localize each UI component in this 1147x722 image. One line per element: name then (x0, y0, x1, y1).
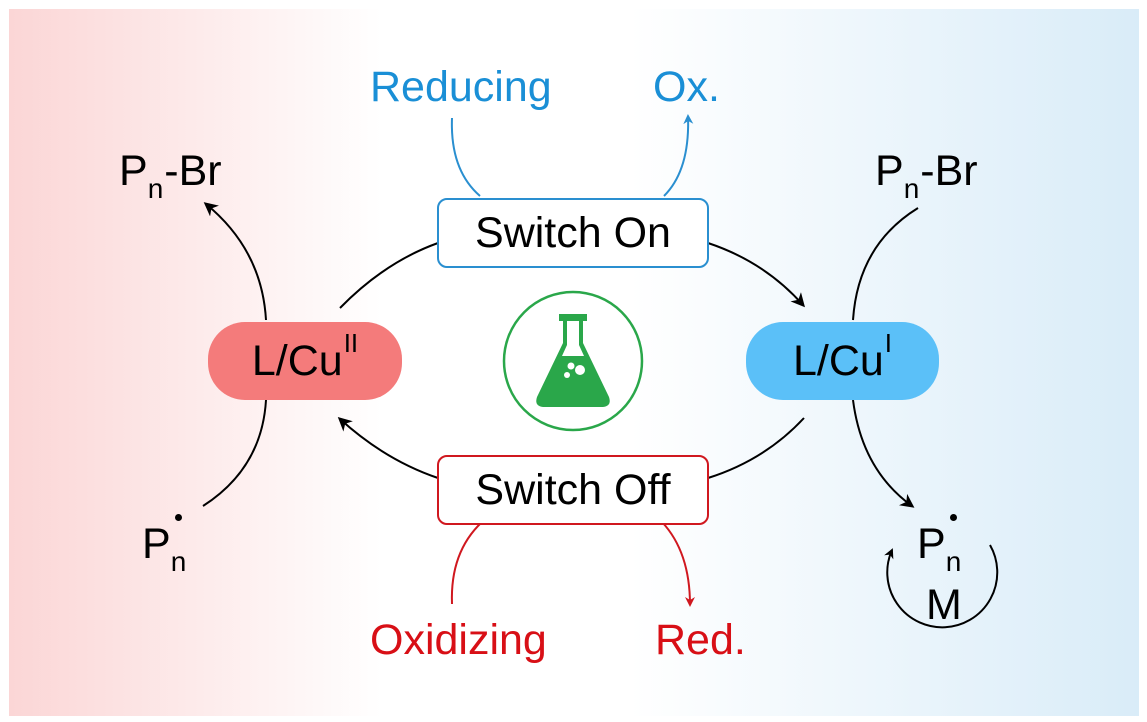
activation-arc-right (707, 242, 805, 308)
radical-dot-left (175, 514, 182, 521)
dormant-chain-right: Pn-Br (875, 147, 978, 204)
radical-chain-left: Pn (142, 520, 187, 577)
right-pnbr-curve (852, 207, 919, 321)
red-label: Red. (655, 616, 746, 664)
radical-chain-right: Pn (917, 520, 962, 577)
reducing-label: Reducing (370, 63, 552, 111)
oxidizing-curve (450, 521, 483, 605)
left-radical-curve (202, 399, 267, 507)
radical-dot-right (950, 514, 957, 521)
flask-icon (536, 314, 610, 407)
switch-off-box: Switch Off (437, 455, 709, 525)
cu1-oxidation-state: I (884, 328, 893, 358)
switch-on-box: Switch On (437, 198, 709, 268)
cu1-label: L/Cu (792, 336, 884, 385)
cu2-label: L/Cu (251, 336, 343, 385)
deactivation-arc-left (337, 416, 439, 479)
propagation-loop (884, 544, 999, 629)
deactivation-arc-right (707, 417, 805, 479)
ox-curve (663, 114, 694, 197)
oxidizing-label: Oxidizing (370, 616, 547, 664)
monomer-label: M (926, 581, 962, 629)
right-radical-curve (852, 399, 915, 508)
left-pnbr-curve (203, 202, 267, 321)
activation-arc-left (339, 242, 439, 309)
reducing-curve (450, 117, 481, 197)
switch-off-label: Switch Off (475, 465, 671, 514)
ox-label: Ox. (653, 63, 720, 111)
cu2-oxidation-state: II (343, 328, 359, 358)
dormant-chain-left: Pn-Br (119, 147, 222, 204)
red-curve (661, 521, 695, 607)
switch-on-label: Switch On (475, 208, 671, 257)
